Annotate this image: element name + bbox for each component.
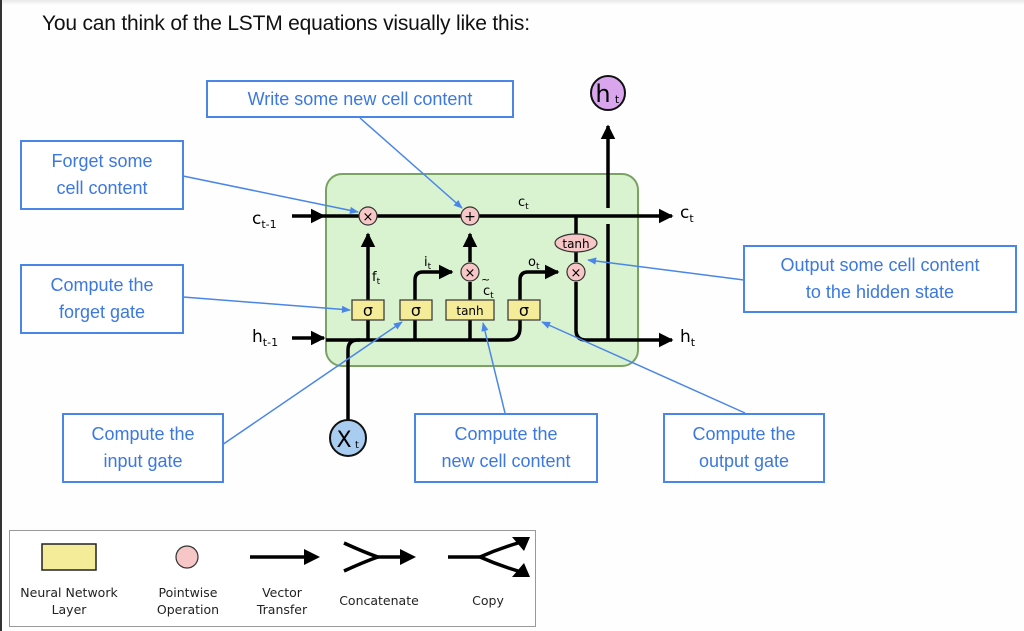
label-o: ot	[528, 255, 540, 272]
vector-transfer-icon	[250, 549, 320, 565]
neural-network-layer-icon	[41, 543, 97, 571]
callout-write-content: Write some new cell content	[206, 80, 514, 118]
label-h-out: ht	[680, 327, 696, 349]
label-h-prev: ht-1	[252, 327, 278, 349]
layer-candidate-tanh: tanh	[445, 299, 495, 321]
legend: Neural Network Layer Pointwise Operation…	[9, 530, 536, 627]
top-shade	[0, 0, 1024, 5]
legend-label: Concatenate	[339, 593, 419, 608]
callout-new-content: Compute the new cell content	[414, 413, 598, 483]
hidden-concat-line	[346, 310, 522, 420]
multiply-icon: ×	[571, 266, 582, 281]
label-tilde: ~	[481, 273, 490, 286]
callout-forget-content: Forget some cell content	[20, 140, 184, 210]
left-border	[0, 0, 2, 631]
pointwise-output-multiply: ×	[566, 262, 586, 282]
x-sub: t	[355, 440, 359, 451]
plus-icon: +	[464, 209, 476, 225]
pointer-new-content	[481, 322, 506, 414]
multiply-icon: ×	[465, 266, 476, 281]
legend-label: Copy	[472, 593, 504, 608]
pointwise-output-tanh: tanh	[554, 233, 598, 253]
legend-item-pointwise: Pointwise Operation	[138, 531, 238, 626]
layer-input-sigma: σ	[399, 299, 433, 321]
pointer-forget-content	[182, 175, 359, 214]
layer-candidate-label: tanh	[456, 304, 483, 318]
pointer-write-content	[359, 117, 463, 209]
layer-output-label: σ	[519, 301, 529, 320]
legend-label: Neural Network Layer	[20, 585, 118, 617]
pointer-forget-gate	[182, 296, 351, 313]
callout-output-gate: Compute the output gate	[663, 413, 825, 483]
pointwise-operation-icon	[175, 545, 199, 569]
callout-forget-gate: Compute the forget gate	[20, 264, 184, 334]
legend-label: Vector Transfer	[256, 585, 308, 617]
legend-item-neural-layer: Neural Network Layer	[10, 531, 128, 626]
input-gate-path	[413, 264, 454, 340]
layer-input-label: σ	[411, 301, 421, 320]
multiply-icon: ×	[363, 210, 374, 225]
pointer-output-gate	[541, 321, 746, 414]
x-label: X	[336, 428, 351, 453]
layer-forget-label: σ	[363, 301, 373, 320]
legend-item-copy: Copy	[440, 531, 536, 626]
label-c-out: ct	[680, 203, 694, 225]
input-node: X t	[329, 419, 367, 457]
copy-icon	[448, 537, 530, 577]
pointer-input-gate	[221, 321, 403, 446]
pointer-output-content	[587, 257, 745, 281]
h-top-label: h	[595, 80, 610, 108]
label-f: ft	[372, 270, 381, 287]
legend-item-vector-transfer: Vector Transfer	[238, 531, 326, 626]
label-c-prev: ct-1	[252, 209, 277, 231]
pointwise-input-multiply: ×	[460, 262, 480, 282]
callout-output-content: Output some cell content to the hidden s…	[743, 245, 1017, 313]
hidden-output-line	[574, 282, 674, 348]
hidden-output-node: h t	[590, 75, 626, 111]
concatenate-icon	[343, 541, 416, 573]
legend-label: Pointwise Operation	[156, 585, 220, 617]
label-cell-state: ct	[518, 195, 529, 212]
output-tanh-label: tanh	[562, 237, 589, 251]
output-gate-path	[518, 264, 560, 310]
layer-output-sigma: σ	[507, 299, 541, 321]
page-title: You can think of the LSTM equations visu…	[42, 12, 530, 35]
legend-item-concatenate: Concatenate	[326, 531, 432, 626]
label-i: it	[424, 255, 432, 272]
pointwise-forget-multiply: ×	[358, 206, 378, 226]
label-c-tilde: ct	[483, 284, 494, 301]
h-top-sub: t	[615, 93, 620, 106]
pointwise-add: +	[460, 206, 480, 226]
callout-input-gate: Compute the input gate	[62, 413, 224, 483]
layer-forget-sigma: σ	[351, 299, 385, 321]
